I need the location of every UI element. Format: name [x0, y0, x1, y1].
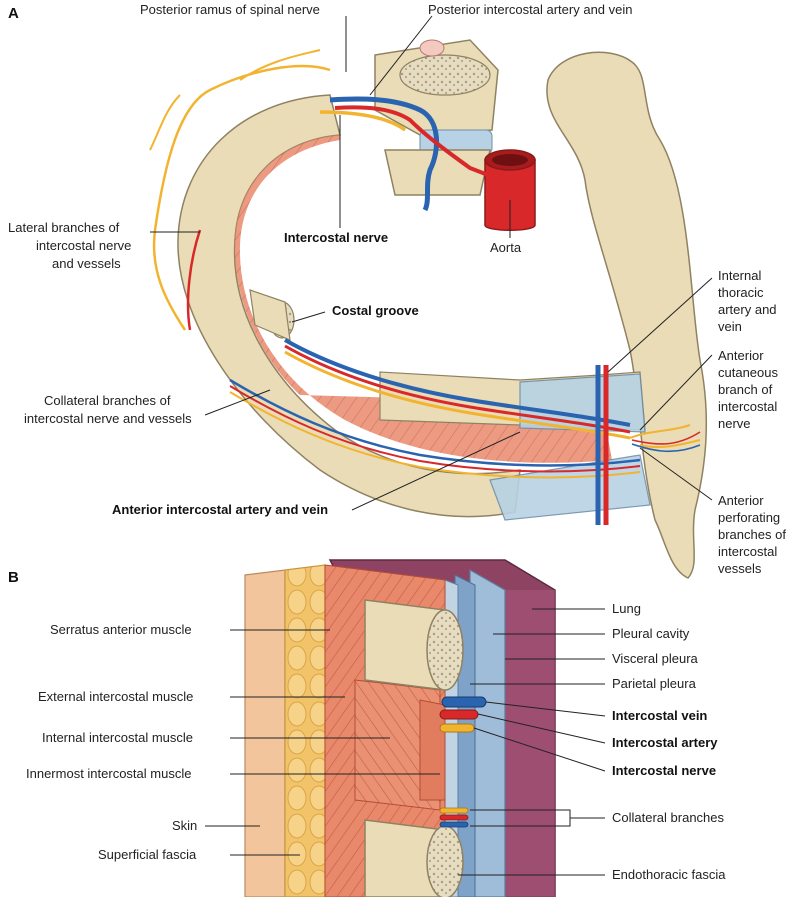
leader-internal-thoracic	[607, 277, 713, 373]
label-internal-intercostal: Internal intercostal muscle	[42, 730, 193, 745]
lower-rib-b	[364, 819, 464, 897]
lateral-nerve-branch	[152, 64, 331, 331]
collateral-artery-b	[439, 814, 469, 821]
label-anterior-cutaneous-3: branch of	[718, 382, 773, 397]
label-anterior-perforating-1: Anterior	[718, 493, 764, 508]
intercostal-artery-anterior	[284, 344, 631, 434]
label-internal-thoracic-3: artery and	[718, 302, 777, 317]
skin-layer	[244, 569, 286, 897]
aorta	[484, 149, 536, 231]
label-anterior-perforating-4: intercostal	[718, 544, 777, 559]
label-anterior-perforating-5: vessels	[718, 561, 762, 576]
upper-rib-stub	[249, 289, 291, 341]
label-intercostal-artery: Intercostal artery	[612, 735, 718, 750]
collateral-vein	[229, 378, 641, 467]
label-pleural-cavity: Pleural cavity	[612, 626, 690, 641]
label-endothoracic-fascia: Endothoracic fascia	[612, 867, 726, 882]
label-internal-thoracic-1: Internal	[718, 268, 761, 283]
leader-intercostal-nerve-b	[473, 727, 606, 772]
collateral-nerve	[229, 391, 641, 479]
label-anterior-cutaneous-1: Anterior	[718, 348, 764, 363]
label-anterior-intercostal-av: Anterior intercostal artery and vein	[112, 502, 328, 517]
label-external-intercostal: External intercostal muscle	[38, 689, 193, 704]
label-costal-groove: Costal groove	[332, 303, 419, 318]
superficial-fascia-layer	[284, 564, 326, 897]
leader-collateral-branches-b	[470, 809, 605, 827]
label-collateral-branches-2: intercostal nerve and vessels	[24, 411, 192, 426]
label-internal-thoracic-2: thoracic	[718, 285, 764, 300]
label-lateral-branches-3: and vessels	[52, 256, 121, 271]
label-intercostal-vein: Intercostal vein	[612, 708, 707, 723]
label-collateral-branches-b: Collateral branches	[612, 810, 725, 825]
intercostal-nerve-b	[439, 723, 475, 733]
lung-side	[505, 590, 555, 897]
anterior-perforating-artery	[631, 431, 701, 445]
label-lateral-branches-1: Lateral branches of	[8, 220, 120, 235]
label-collateral-branches-1: Collateral branches of	[44, 393, 171, 408]
leader-anterior-cutaneous	[639, 354, 713, 431]
leader-anterior-perforating	[639, 447, 713, 501]
posterior-intercostal-nerve	[319, 110, 407, 132]
panel-a-letter: A	[8, 5, 19, 22]
anterior-perforating-vein	[631, 443, 701, 453]
leader-posterior-intercostal-av	[369, 15, 433, 96]
leader-anterior-intercostal-av	[351, 431, 521, 511]
leader-intercostal-artery	[477, 713, 606, 744]
posterior-intercostal-artery	[334, 105, 489, 177]
label-posterior-ramus: Posterior ramus of spinal nerve	[140, 2, 320, 17]
label-lung: Lung	[612, 601, 641, 616]
panel-b-letter: B	[8, 569, 19, 586]
leader-costal-groove	[291, 311, 326, 323]
posterior-intercostal-vein	[329, 96, 440, 212]
label-aorta: Aorta	[490, 240, 522, 255]
label-anterior-perforating-3: branches of	[718, 527, 786, 542]
label-posterior-intercostal-av: Posterior intercostal artery and vein	[428, 2, 632, 17]
anterior-cutaneous-branch	[629, 424, 701, 449]
label-intercostal-nerve-a: Intercostal nerve	[284, 230, 388, 245]
intercostal-artery-b	[439, 709, 479, 720]
label-intercostal-nerve-b: Intercostal nerve	[612, 763, 716, 778]
label-internal-thoracic-4: vein	[718, 319, 742, 334]
collateral-nerve-b	[439, 807, 469, 814]
collateral-artery	[229, 385, 641, 473]
innermost-intercostal-muscle	[419, 699, 446, 801]
leader-collateral-branches	[204, 389, 271, 416]
label-lateral-branches-2: intercostal nerve	[36, 238, 131, 253]
label-serratus: Serratus anterior muscle	[50, 622, 192, 637]
lateral-artery-branch	[186, 229, 202, 331]
label-anterior-cutaneous-2: cutaneous	[718, 365, 778, 380]
label-anterior-cutaneous-4: intercostal	[718, 399, 777, 414]
label-superficial-fascia: Superficial fascia	[98, 847, 197, 862]
intercostal-nerve-anterior	[284, 350, 631, 440]
intercostal-vein-anterior	[284, 338, 631, 427]
leader-intercostal-vein	[485, 701, 606, 717]
intercostal-vein-b	[441, 696, 487, 708]
label-skin: Skin	[172, 818, 197, 833]
label-visceral-pleura: Visceral pleura	[612, 651, 699, 666]
upper-rib-b	[364, 599, 464, 691]
label-anterior-cutaneous-5: nerve	[718, 416, 751, 431]
label-anterior-perforating-2: perforating	[718, 510, 780, 525]
lateral-nerve-twigs	[149, 49, 321, 151]
label-parietal-pleura: Parietal pleura	[612, 676, 697, 691]
collateral-vein-b	[439, 821, 469, 828]
label-innermost-intercostal: Innermost intercostal muscle	[26, 766, 191, 781]
vertebra	[374, 39, 499, 196]
